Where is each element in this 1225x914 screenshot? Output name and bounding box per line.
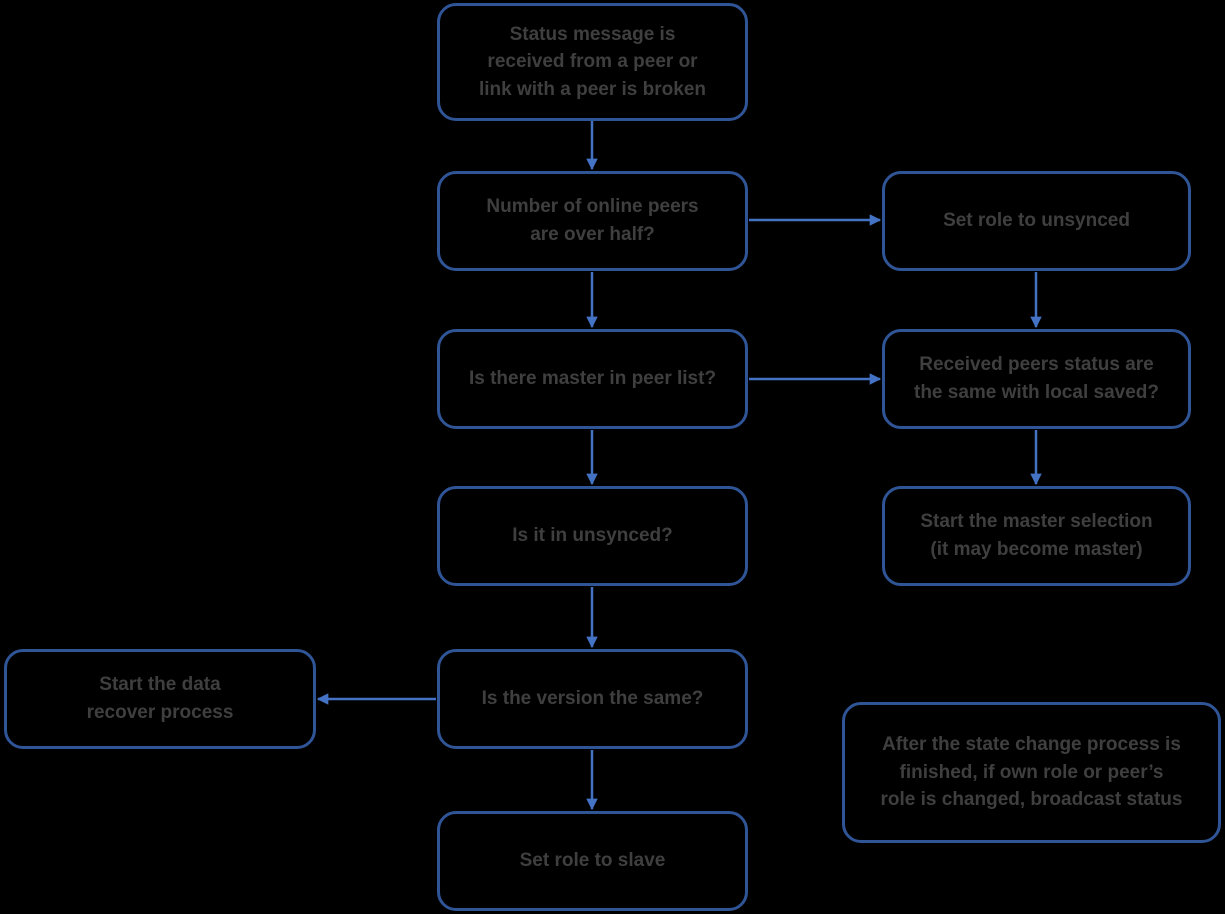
flow-node-peers-over-half: Number of online peers are over half? xyxy=(437,171,748,271)
flow-node-set-role-slave-text: Set role to slave xyxy=(519,850,666,872)
flow-node-set-role-unsynced: Set role to unsynced xyxy=(882,171,1191,271)
flow-node-is-in-unsynced-text: Is it in unsynced? xyxy=(512,525,673,547)
flow-node-data-recover-text: recover process xyxy=(86,702,234,723)
flow-node-data-recover-text: Start the data xyxy=(99,674,221,696)
flow-node-version-same: Is the version the same? xyxy=(437,649,748,749)
flow-node-broadcast-note: After the state change process is finishe… xyxy=(842,702,1221,843)
flow-node-status-received-text: Status message is xyxy=(509,23,676,45)
flow-node-received-status-same: Received peers status are the same with l… xyxy=(882,329,1191,429)
flow-node-received-status-same-text: the same with local saved? xyxy=(914,382,1159,403)
flow-node-is-in-unsynced: Is it in unsynced? xyxy=(437,486,748,586)
flow-node-peers-over-half-text: Number of online peers xyxy=(486,196,699,218)
flow-node-status-received: Status message is received from a peer or… xyxy=(437,3,748,121)
flow-node-start-master-selection-text: (it may become master) xyxy=(930,539,1143,560)
flow-node-peers-over-half-text: are over half? xyxy=(530,224,655,245)
flow-node-version-same-text: Is the version the same? xyxy=(481,688,704,710)
flow-node-start-master-selection: Start the master selection (it may become… xyxy=(882,486,1191,586)
flow-node-master-in-peer-list: Is there master in peer list? xyxy=(437,329,748,429)
flow-node-broadcast-note-text: After the state change process is xyxy=(882,734,1181,756)
flow-node-start-master-selection-text: Start the master selection xyxy=(920,511,1153,533)
flow-node-set-role-unsynced-text: Set role to unsynced xyxy=(943,210,1130,232)
flow-node-status-received-text: received from a peer or xyxy=(487,51,698,73)
flow-node-received-status-same-text: Received peers status are xyxy=(919,354,1154,376)
flow-node-broadcast-note-text: finished, if own role or peer’s xyxy=(899,761,1164,783)
flow-node-status-received-text: link with a peer is broken xyxy=(478,78,706,100)
flow-node-broadcast-note-text: role is changed, broadcast status xyxy=(880,789,1183,811)
flow-node-master-in-peer-list-text: Is there master in peer list? xyxy=(468,368,717,390)
flow-node-data-recover: Start the data recover process xyxy=(4,649,316,749)
flow-node-set-role-slave: Set role to slave xyxy=(437,811,748,911)
